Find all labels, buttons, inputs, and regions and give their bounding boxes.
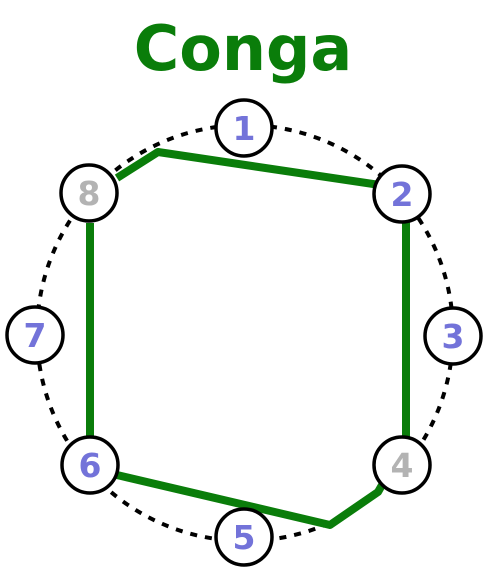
node-label: 2 <box>391 175 414 214</box>
node-7: 7 <box>5 305 65 365</box>
node-circle <box>372 164 432 224</box>
node-circle <box>214 98 274 158</box>
node-label: 3 <box>442 317 465 356</box>
node-circle <box>423 306 483 366</box>
node-4: 4 <box>372 435 432 495</box>
node-label: 4 <box>391 446 414 485</box>
node-circle <box>214 507 274 567</box>
node-6: 6 <box>60 435 120 495</box>
node-5: 5 <box>214 507 274 567</box>
node-circle <box>59 163 119 223</box>
node-circle <box>5 305 65 365</box>
conga-path <box>86 148 410 529</box>
node-2: 2 <box>372 164 432 224</box>
node-3: 3 <box>423 306 483 366</box>
diagram-title: Conga <box>134 12 352 85</box>
node-8: 8 <box>59 163 119 223</box>
node-label: 7 <box>24 316 47 355</box>
node-label: 8 <box>78 174 101 213</box>
node-group: 1 2 3 4 5 6 7 8 <box>5 98 483 567</box>
node-circle <box>372 435 432 495</box>
node-circle <box>60 435 120 495</box>
node-1: 1 <box>214 98 274 158</box>
node-label: 1 <box>233 109 256 148</box>
node-label: 5 <box>233 518 256 557</box>
node-label: 6 <box>79 446 102 485</box>
